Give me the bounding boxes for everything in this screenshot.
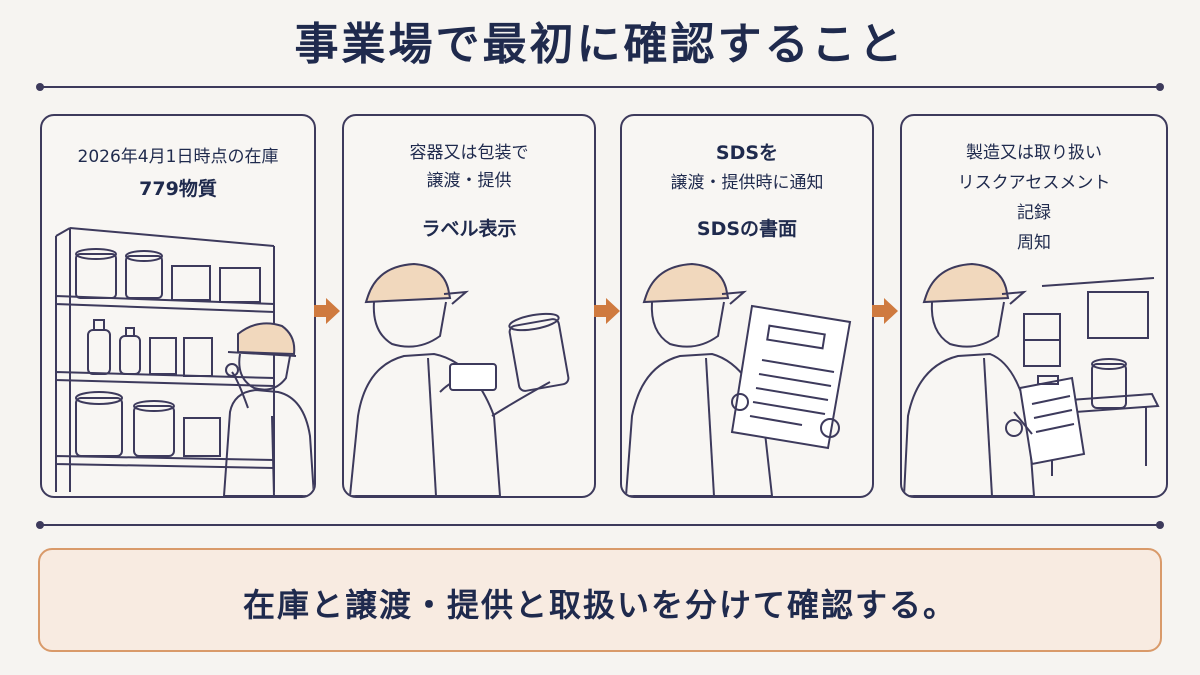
summary-text: 在庫と譲渡・提供と取扱いを分けて確認する。	[242, 586, 957, 624]
summary-box: 在庫と譲渡・提供と取扱いを分けて確認する。	[38, 548, 1162, 652]
panel-inventory-line-1: 2026年4月1日時点の在庫	[77, 147, 279, 167]
top-divider	[36, 83, 1164, 91]
bottom-divider	[36, 521, 1164, 529]
shelf-worker-illustration	[55, 227, 314, 496]
workplace-worker-illustration	[902, 262, 1160, 496]
panel-handling-line-2: リスクアセスメント	[957, 173, 1111, 193]
arrow-right-icon	[594, 298, 620, 324]
panel-handling-line-3: 記録	[1017, 203, 1051, 223]
page-title: 事業場で最初に確認すること	[294, 19, 906, 70]
panel-sds: SDSを 譲渡・提供時に通知 SDSの書面	[620, 114, 874, 498]
arrow-right-icon	[314, 298, 340, 324]
arrow-right-icon	[872, 298, 898, 324]
panel-label-line-1: 容器又は包装で	[409, 143, 529, 163]
label-worker-illustration	[348, 262, 570, 496]
panel-sds-line-2: 譲渡・提供時に通知	[670, 173, 824, 193]
panel-inventory-highlight: 779物質	[139, 178, 217, 200]
panel-label-line-2: 譲渡・提供	[426, 171, 512, 191]
panel-inventory: 2026年4月1日時点の在庫 779物質	[40, 114, 316, 498]
panel-sds-line-1: SDSを	[715, 142, 779, 164]
panel-sds-highlight: SDSの書面	[696, 218, 798, 240]
panel-handling: 製造又は取り扱い リスクアセスメント 記録 周知	[900, 114, 1168, 498]
sds-worker-illustration	[624, 262, 852, 496]
panel-label: 容器又は包装で 譲渡・提供 ラベル表示	[342, 114, 596, 498]
panel-label-highlight: ラベル表示	[421, 218, 517, 240]
panel-handling-line-1: 製造又は取り扱い	[966, 143, 1102, 163]
panel-handling-line-4: 周知	[1017, 233, 1051, 253]
